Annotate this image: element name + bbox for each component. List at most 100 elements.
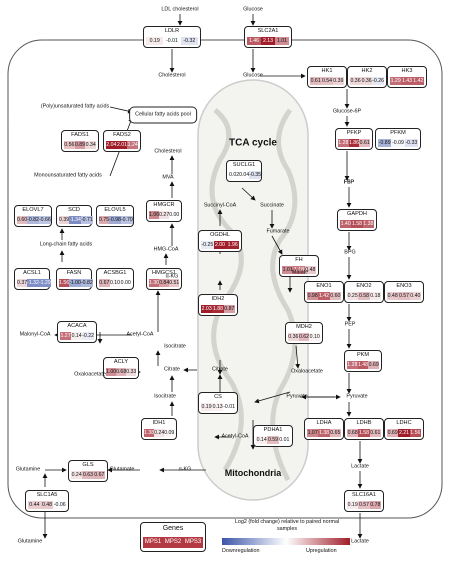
fold-change-value: -0.82 (27, 216, 39, 224)
legend-genes-box: Genes MPS1 MPS2 MPS3 (140, 522, 206, 552)
tca-cycle-label: TCA cycle (229, 137, 277, 149)
fold-change-value: 0.18 (369, 292, 381, 300)
fold-change-value: 2.21 (398, 429, 410, 437)
legend-color-bar (222, 538, 350, 545)
fold-change-value: 0.48 (304, 266, 316, 274)
metabolite-label: Long-chain fatty acids (39, 241, 93, 248)
fold-change-value: 0.44 (28, 501, 41, 509)
fold-change-value: 0.09 (164, 429, 175, 437)
fold-change-value: 0.61 (369, 429, 381, 437)
fold-change-value: 0.25 (347, 292, 359, 300)
fold-change-value: 0.01 (278, 436, 290, 444)
gene-name: PFKP (346, 130, 362, 136)
fold-change-value: -0.01 (223, 403, 236, 411)
gene-name: ENO2 (356, 283, 372, 289)
gene-name: SCD (68, 207, 80, 213)
fold-change-value: 0.58 (358, 292, 370, 300)
fold-change-value: 0.89 (74, 141, 86, 149)
metabolite-label: Isocitrate (154, 393, 176, 400)
gene-name: CS (214, 394, 222, 400)
metabolite-label: Oxaloacetate (291, 368, 323, 375)
fold-change-value: 0.39 (332, 77, 344, 85)
fold-change-value: 0.98 (307, 292, 319, 300)
fold-change-value: 0.14 (71, 332, 83, 340)
legend-sample-3: MPS3 (183, 537, 203, 548)
fold-change-value: 0.19 (146, 37, 164, 45)
fold-change-value: 1.28 (338, 139, 349, 147)
fold-change-value: -0.32 (180, 37, 198, 45)
metabolite-label: Lactate (351, 538, 369, 545)
gene-name: HMGCR (153, 202, 175, 208)
fold-change-value: 1.58 (351, 220, 363, 228)
fold-change-value: 0.62 (298, 333, 310, 341)
legend-upregulation: Upregulation (306, 548, 337, 554)
fold-change-value: 0.68 (347, 429, 359, 437)
metabolite-label: Glutamate (109, 466, 135, 473)
fold-change-value: 0.60 (17, 216, 28, 224)
fold-change-value: 1.38 (144, 429, 155, 437)
fold-change-value: -0.70 (120, 216, 133, 224)
fold-change-value: 1.48 (357, 361, 369, 369)
fold-change-value: 1.42 (318, 292, 330, 300)
metabolite-label: Glucose (243, 72, 263, 79)
gene-name: GAPDH (347, 211, 367, 217)
gene-name: FADS1 (71, 132, 89, 138)
fold-change-value: 0.24 (154, 429, 165, 437)
metabolite-label: Succinate (260, 202, 284, 209)
metabolite-label: Monounsaturated fatty acids (34, 172, 102, 179)
fold-change-value: 0.33 (126, 368, 137, 376)
fold-change-value: 0.24 (71, 471, 83, 479)
fold-change-value: -0.35 (249, 171, 262, 179)
metabolite-label: Pyruvate (346, 393, 368, 400)
pathway-arrow (254, 391, 291, 404)
fold-change-value: 0.37 (17, 279, 28, 287)
fold-change-value: 1.96 (226, 241, 240, 249)
gene-name: ACSBG1 (103, 270, 127, 276)
metabolite-label: MVA (162, 174, 174, 181)
fold-change-value: 1.29 (390, 77, 402, 85)
fold-change-value: 0.67 (99, 279, 110, 287)
fold-change-value: 1.27 (60, 332, 72, 340)
fold-change-value: 0.48 (387, 292, 399, 300)
metabolite-label: Acetyl-CoA (126, 331, 154, 338)
fold-change-value: 0.13 (212, 403, 224, 411)
fold-change-value: 0.78 (369, 501, 381, 509)
fold-change-value: -1.29 (38, 279, 51, 287)
gene-name: SLC1A5 (36, 492, 58, 498)
gene-name: SUCLG1 (232, 162, 256, 168)
gene-name: MDH2 (296, 324, 312, 330)
metabolite-label: Malonyl-CoA (19, 331, 51, 338)
gene-name: ELOVL7 (22, 207, 44, 213)
fold-change-value: 1.01 (275, 37, 289, 45)
fold-change-value: 1.01 (282, 266, 294, 274)
fold-change-value: 0.61 (310, 77, 322, 85)
fold-change-value: 0.04 (239, 171, 250, 179)
metabolite-label: Oxaloacetate (74, 371, 106, 378)
fold-change-value: 1.58 (358, 429, 370, 437)
fold-change-value: 1.07 (307, 429, 319, 437)
gene-box-pfkm: PFKM-0.89-0.09-0.33 (375, 128, 421, 150)
fold-change-value: 1.88 (212, 305, 224, 313)
legend-scale-title: Log2 (fold change) relative to paired no… (234, 519, 340, 532)
fold-change-value: -0.71 (80, 216, 93, 224)
metabolite-label: Citrate (212, 366, 228, 373)
gene-name: ACSL1 (23, 270, 41, 276)
fold-change-value: 0.61 (359, 139, 371, 147)
